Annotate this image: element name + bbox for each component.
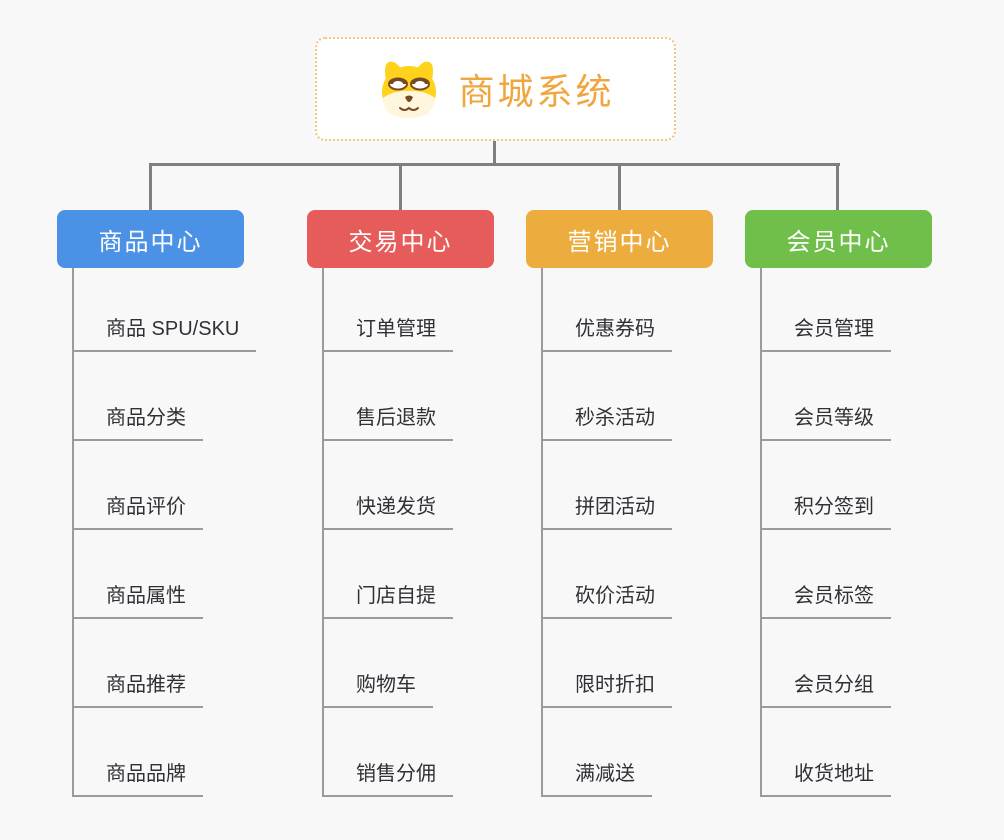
- sub-topic-node[interactable]: 商品属性: [72, 530, 203, 619]
- branch-label: 商品中心: [98, 228, 203, 256]
- branch-node-trade-center[interactable]: 交易中心: [307, 210, 494, 268]
- sub-topic-label: 商品推荐: [106, 674, 186, 696]
- branch-label: 交易中心: [348, 228, 453, 256]
- sub-topic-label: 购物车: [356, 674, 416, 696]
- branch-node-product-center[interactable]: 商品中心: [57, 210, 244, 268]
- sub-topic-label: 商品品牌: [106, 763, 186, 785]
- sub-topic-node[interactable]: 门店自提: [322, 530, 453, 619]
- sub-topic-node[interactable]: 商品推荐: [72, 619, 203, 708]
- sub-topic-node[interactable]: 收货地址: [760, 708, 891, 797]
- connector-spine: [322, 268, 324, 797]
- sub-topic-label: 会员等级: [794, 407, 874, 429]
- branch-items-marketing-center: 优惠券码 秒杀活动 拼团活动 砍价活动 限时折扣 满减送: [541, 268, 672, 797]
- shiba-dog-icon: [376, 58, 442, 120]
- connector-root-stem: [493, 141, 496, 165]
- branch-items-product-center: 商品 SPU/SKU 商品分类 商品评价 商品属性 商品推荐 商品品牌: [72, 268, 257, 797]
- branch-node-member-center[interactable]: 会员中心: [745, 210, 932, 268]
- root-node-mall-system[interactable]: 商城系统: [315, 37, 676, 141]
- connector-drop: [149, 163, 152, 210]
- sub-topic-node[interactable]: 限时折扣: [541, 619, 672, 708]
- connector-crossbar: [149, 163, 840, 166]
- sub-topic-label: 订单管理: [356, 318, 436, 340]
- sub-topic-node[interactable]: 会员等级: [760, 352, 891, 441]
- sub-topic-label: 收货地址: [794, 763, 874, 785]
- sub-topic-label: 砍价活动: [575, 585, 655, 607]
- sub-topic-node[interactable]: 会员管理: [760, 268, 891, 352]
- branch-items-trade-center: 订单管理 售后退款 快递发货 门店自提 购物车 销售分佣: [322, 268, 453, 797]
- sub-topic-node[interactable]: 拼团活动: [541, 441, 672, 530]
- branch-label: 会员中心: [786, 228, 891, 256]
- sub-topic-node[interactable]: 会员标签: [760, 530, 891, 619]
- sub-topic-node[interactable]: 商品 SPU/SKU: [72, 268, 257, 352]
- sub-topic-node[interactable]: 秒杀活动: [541, 352, 672, 441]
- connector-drop: [618, 163, 621, 210]
- sub-topic-label: 限时折扣: [575, 674, 655, 696]
- branch-items-member-center: 会员管理 会员等级 积分签到 会员标签 会员分组 收货地址: [760, 268, 891, 797]
- connector-spine: [760, 268, 762, 797]
- branch-label: 营销中心: [567, 228, 672, 256]
- sub-topic-label: 销售分佣: [356, 763, 436, 785]
- connector-spine: [541, 268, 543, 797]
- sub-topic-node[interactable]: 商品评价: [72, 441, 203, 530]
- sub-topic-label: 商品分类: [106, 407, 186, 429]
- sub-topic-label: 商品评价: [106, 496, 186, 518]
- sub-topic-label: 会员标签: [794, 585, 874, 607]
- sub-topic-label: 快递发货: [356, 496, 436, 518]
- sub-topic-node[interactable]: 满减送: [541, 708, 652, 797]
- sub-topic-node[interactable]: 商品品牌: [72, 708, 203, 797]
- sub-topic-label: 会员分组: [794, 674, 874, 696]
- sub-topic-node[interactable]: 砍价活动: [541, 530, 672, 619]
- connector-spine: [72, 268, 74, 797]
- connector-drop: [399, 163, 402, 210]
- sub-topic-node[interactable]: 会员分组: [760, 619, 891, 708]
- sub-topic-label: 门店自提: [356, 585, 436, 607]
- sub-topic-label: 积分签到: [794, 496, 874, 518]
- sub-topic-label: 秒杀活动: [575, 407, 655, 429]
- sub-topic-label: 会员管理: [794, 318, 874, 340]
- sub-topic-node[interactable]: 销售分佣: [322, 708, 453, 797]
- sub-topic-label: 商品属性: [106, 585, 186, 607]
- sub-topic-node[interactable]: 商品分类: [72, 352, 203, 441]
- sub-topic-label: 满减送: [575, 763, 635, 785]
- sub-topic-node[interactable]: 售后退款: [322, 352, 453, 441]
- sub-topic-node[interactable]: 优惠券码: [541, 268, 672, 352]
- sub-topic-label: 拼团活动: [575, 496, 655, 518]
- sub-topic-node[interactable]: 快递发货: [322, 441, 453, 530]
- sub-topic-label: 售后退款: [356, 407, 436, 429]
- root-title: 商城系统: [458, 71, 615, 112]
- sub-topic-node[interactable]: 积分签到: [760, 441, 891, 530]
- sub-topic-label: 商品 SPU/SKU: [106, 318, 240, 340]
- connector-drop: [836, 163, 839, 210]
- sub-topic-node[interactable]: 购物车: [322, 619, 433, 708]
- sub-topic-label: 优惠券码: [575, 318, 655, 340]
- sub-topic-node[interactable]: 订单管理: [322, 268, 453, 352]
- branch-node-marketing-center[interactable]: 营销中心: [526, 210, 713, 268]
